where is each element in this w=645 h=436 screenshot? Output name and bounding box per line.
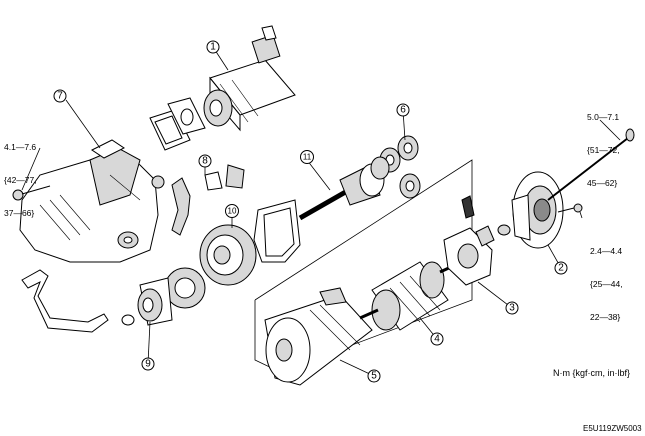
section-outline [254,159,473,373]
magnetic-switch [203,25,296,132]
callout-1: 1 [206,40,220,54]
torque-spec-nut-right-line3: 22—38} [590,312,621,322]
figure-code: E5U119ZW5003 [583,424,642,433]
callout-3: 3 [505,301,519,315]
callout-5-label: 5 [371,371,377,382]
housing-bolt [12,185,51,201]
torque-spec-through-bolt-line3: 45—62} [587,178,618,188]
torque-spec-nut-right-line1: 2.4—4.4 [590,246,623,256]
armature [359,260,463,331]
callout-10-label: 10 [228,207,237,216]
planet-gears [370,135,421,199]
torque-spec-through-bolt-line1: 5.0—7.1 [587,112,620,122]
torque-spec-bolt-left-line3: 37—66} [4,208,35,218]
torque-spec-through-bolt: 5.0—7.1 {51—72, 45—62} [587,90,620,211]
pinion-clutch [121,267,206,326]
callout-5: 5 [367,369,381,383]
torque-spec-bolt-left-line1: 4.1—7.6 [4,142,37,152]
torque-spec-nut-right-line2: {25—44, [590,279,623,289]
callout-4-label: 4 [434,334,440,345]
callout-6: 6 [396,103,410,117]
callout-6-label: 6 [400,105,406,116]
callout-11-label: 11 [303,153,312,162]
switch-gaskets [149,97,206,151]
callout-3-label: 3 [509,303,515,314]
torque-spec-through-bolt-line2: {51—72, [587,145,620,155]
callout-9-label: 9 [145,359,151,370]
drive-lever [151,164,245,236]
callout-8-label: 8 [202,156,208,167]
torque-spec-nut-right: 2.4—4.4 {25—44, 22—38} [590,224,623,345]
callout-7: 7 [53,89,67,103]
callout-10: 10 [225,204,239,218]
torque-spec-bolt-left-line2: {42—77, [4,175,37,185]
callout-9: 9 [141,357,155,371]
internal-gear [199,224,257,286]
front-housing [19,139,159,263]
callout-2: 2 [554,261,568,275]
yoke [264,287,373,386]
callout-4: 4 [430,332,444,346]
torque-spec-bolt-left: 4.1—7.6 {42—77, 37—66} [4,120,37,241]
unit-note: N·m {kgf·cm, in·lbf} [553,368,631,378]
rear-cover [497,171,564,249]
bracket [21,269,109,333]
callout-8: 8 [198,154,212,168]
callout-2-label: 2 [558,263,564,274]
callout-7-label: 7 [57,91,63,102]
cover-nut [557,203,583,213]
callout-1-label: 1 [210,42,216,53]
brush-holder [443,195,495,286]
through-bolt [547,128,635,201]
gear-shield [253,199,301,263]
callout-11: 11 [300,150,314,164]
